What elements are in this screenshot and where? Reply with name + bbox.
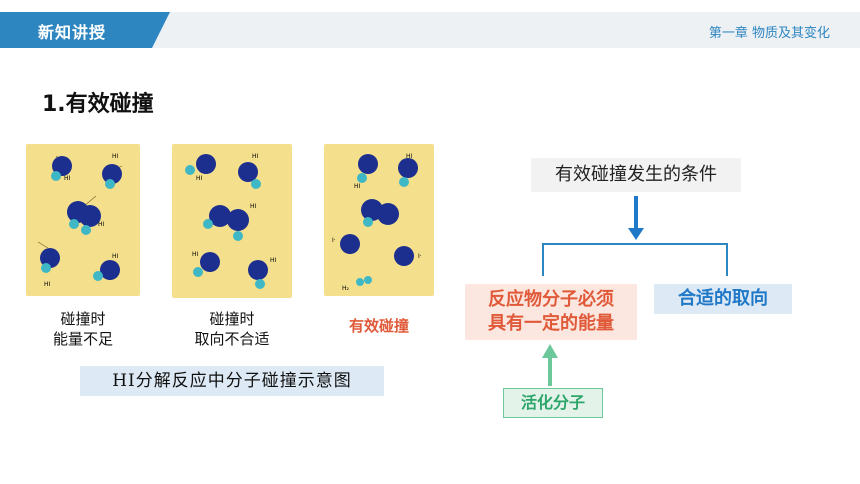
up-arrow-head [542,344,558,358]
tag-label: 新知讲授 [38,23,107,42]
branch-bracket [542,243,728,276]
down-arrow-head [628,228,644,240]
activated-molecule-box: 活化分子 [503,388,603,418]
tag-shape [0,12,170,48]
molecule-illustration-3: HI HI I· I· H₂ [332,153,422,292]
molecule-label: H₂ [342,285,350,292]
section-tag: 新知讲授 [0,12,170,48]
energy-condition-box: 反应物分子必须 具有一定的能量 [465,284,637,340]
chapter-label: 第一章 物质及其变化 [708,26,830,41]
molecule-label: HI [250,203,257,210]
molecule-label: HI [406,153,413,160]
caption-2-line2: 取向不合适 [194,330,270,348]
conditions-box: 有效碰撞发生的条件 [531,158,741,192]
molecule-illustration-2: HI HI HI HI HI [185,153,277,289]
molecule-label: HI [354,183,361,190]
collision-panel-3: HI HI I· I· H₂ [324,144,434,296]
collision-panel-2: HI HI HI HI HI [172,144,292,298]
molecule-label: HI [196,175,203,182]
caption-1-line1: 碰撞时 [60,310,106,328]
molecule-label: I· [332,237,336,244]
collision-panel-1: HI HI HI HI HI [26,144,140,296]
section-title: 1.有效碰撞 [42,92,154,117]
caption-2-line1: 碰撞时 [209,310,255,328]
caption-3: 有效碰撞 [324,316,434,336]
molecule-label: HI [98,221,105,228]
molecule-label: HI [270,257,277,264]
molecule-illustration-1: HI HI HI HI HI [37,153,123,288]
molecule-label: I· [418,253,422,260]
figure-caption: HI分解反应中分子碰撞示意图 [80,366,384,396]
molecule-label: HI [252,153,259,160]
caption-1-line2: 能量不足 [52,330,113,348]
caption-1: 碰撞时 能量不足 [26,309,140,349]
molecule-label: HI [64,175,71,182]
molecule-label: HI [44,281,51,288]
caption-2: 碰撞时 取向不合适 [172,309,292,349]
molecule-label: HI [112,153,119,160]
energy-line2: 具有一定的能量 [488,313,614,334]
orientation-condition-box: 合适的取向 [654,284,792,314]
caption-3-line1: 有效碰撞 [348,317,409,335]
energy-line1: 反应物分子必须 [488,289,614,310]
molecule-label: HI [112,253,119,260]
molecule-label: HI [192,251,199,258]
